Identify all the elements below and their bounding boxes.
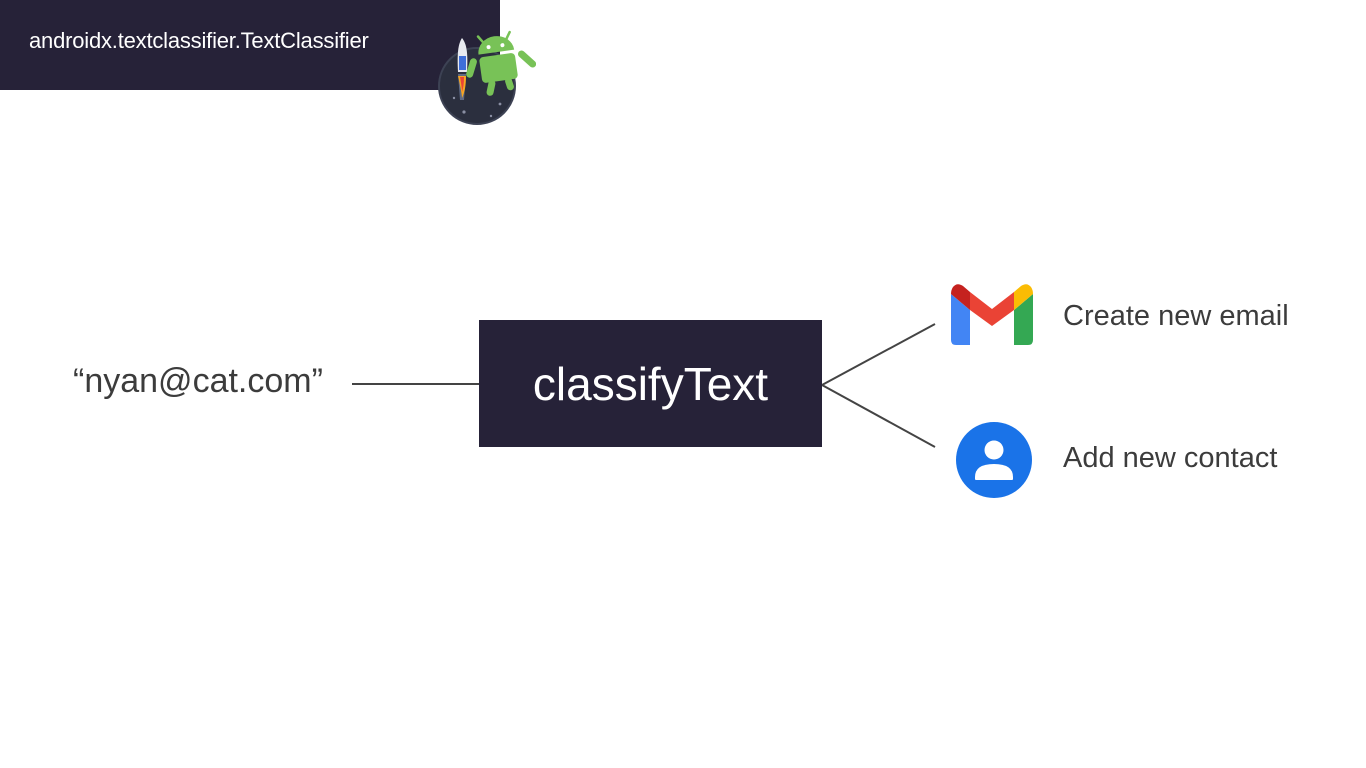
header-bar: androidx.textclassifier.TextClassifier	[0, 0, 500, 90]
contact-connector-line	[821, 384, 936, 448]
action-create-email-label: Create new email	[1063, 300, 1289, 332]
android-jetpack-logo-icon	[438, 30, 536, 125]
function-label: classifyText	[532, 357, 769, 410]
input-text: “nyan@cat.com”	[73, 362, 323, 400]
classify-text-box: classifyText	[479, 320, 822, 447]
contacts-icon	[956, 422, 1032, 498]
gmail-icon	[951, 284, 1033, 345]
action-add-contact-label: Add new contact	[1063, 442, 1278, 474]
email-connector-line	[821, 323, 936, 386]
header-title: androidx.textclassifier.TextClassifier	[29, 28, 369, 53]
